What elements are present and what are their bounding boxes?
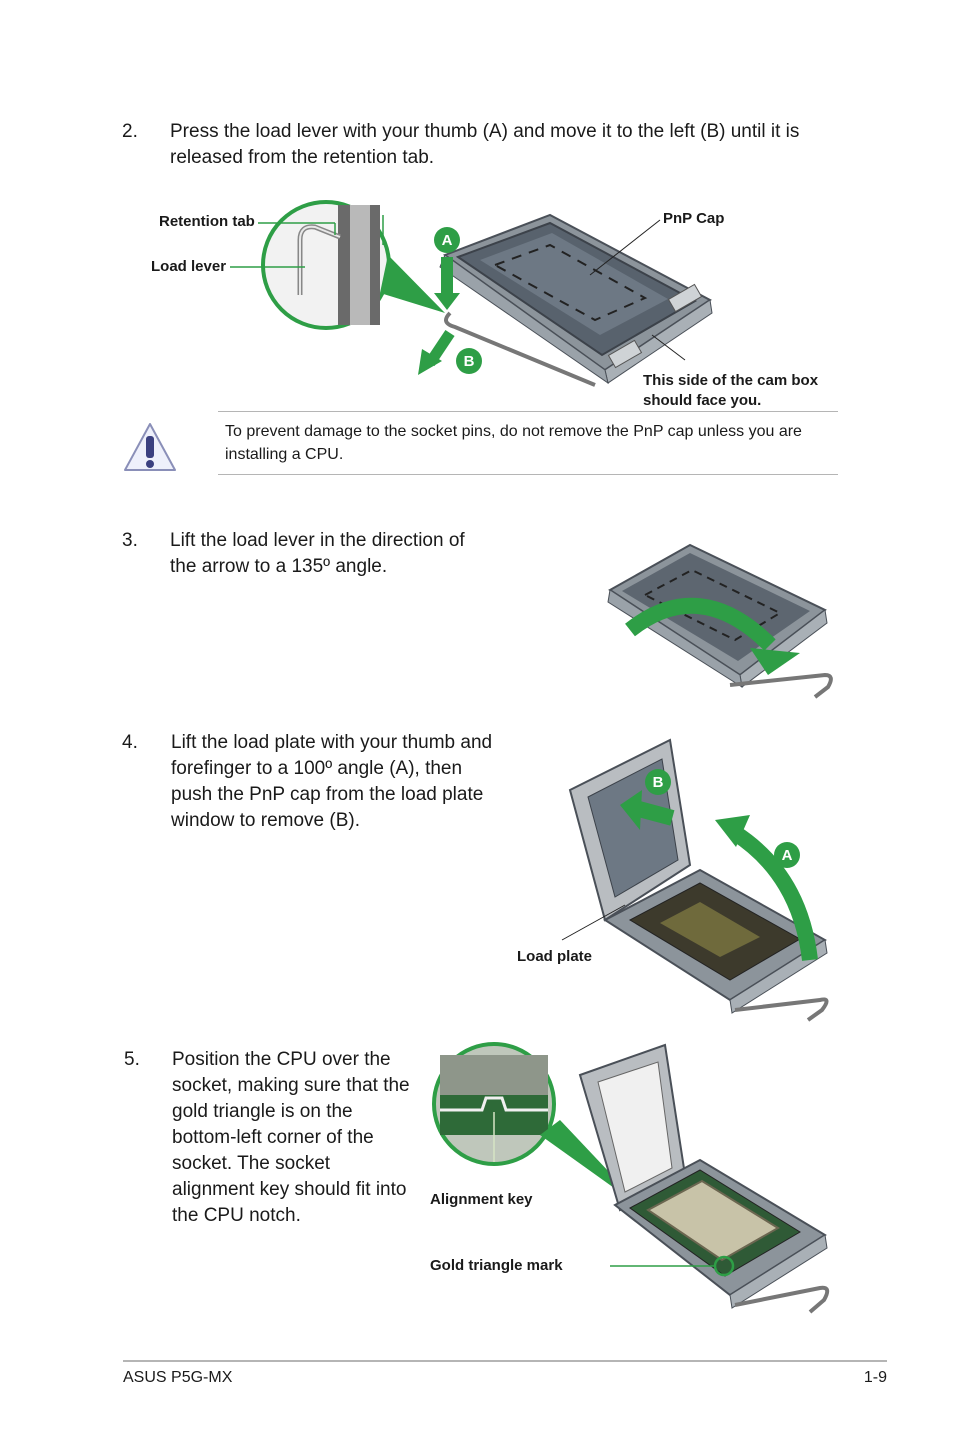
step-4-number: 4. — [122, 732, 138, 753]
zoom-detail-circle — [261, 200, 391, 330]
figure-socket-lever-release — [230, 200, 713, 387]
retention-tab-label: Retention tab — [159, 213, 255, 230]
footer-rule — [123, 1360, 887, 1362]
badge-b-step4: B — [645, 769, 671, 795]
step-5-number: 5. — [124, 1049, 140, 1070]
step-5-text: Position the CPU over the socket, making… — [172, 1049, 410, 1226]
figure-load-plate-open — [561, 738, 829, 1022]
gold-triangle-mark-label: Gold triangle mark — [430, 1257, 563, 1274]
footer-page-number: 1-9 — [863, 1369, 887, 1386]
figure-cpu-placement — [432, 1042, 830, 1314]
alignment-key-label: Alignment key — [430, 1191, 533, 1208]
note-top-rule — [218, 411, 838, 412]
arrow-left-b — [418, 329, 455, 375]
load-lever-label: Load lever — [151, 258, 227, 275]
step-3-text: Lift the load lever in the direction of … — [170, 530, 465, 577]
footer-product-name: ASUS P5G-MX — [123, 1369, 233, 1386]
step-4-text: Lift the load plate with your thumb and … — [171, 732, 493, 831]
pnp-cap-label: PnP Cap — [663, 210, 725, 227]
badge-a: A — [434, 227, 460, 253]
arrow-down-a — [434, 257, 460, 310]
step-3-number: 3. — [122, 530, 138, 551]
figure-lever-lift — [607, 543, 833, 699]
step-2-text: Press the load lever with your thumb (A)… — [170, 121, 800, 168]
cam-box-label: This side of the cam box should face you… — [643, 372, 819, 409]
load-plate-label: Load plate — [517, 948, 593, 965]
alignment-zoom-circle — [432, 1042, 556, 1166]
note-bottom-rule — [218, 474, 838, 475]
badge-a-step4: A — [774, 842, 800, 868]
socket-body-illustration — [439, 213, 713, 387]
warning-triangle-icon — [124, 423, 176, 471]
badge-b: B — [456, 348, 482, 374]
step-2-number: 2. — [122, 121, 138, 142]
note-text: To prevent damage to the socket pins, do… — [225, 423, 802, 463]
